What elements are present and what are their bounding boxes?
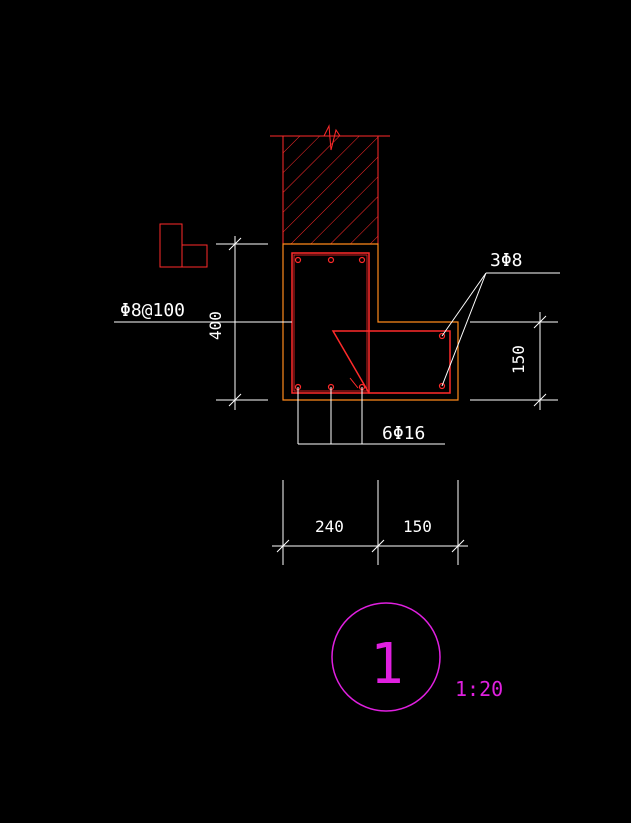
rebar-dot [358,256,366,264]
rebar-dot [438,382,446,390]
main-bars-label: 6Φ16 [382,423,425,444]
dim-width-flange-label: 150 [403,517,432,536]
detail-circle [331,602,441,712]
concrete-outline [282,243,459,401]
detail-marker: 1 1:20 [331,602,503,712]
rebar-dot [327,256,335,264]
rebar-dot [294,256,302,264]
dim-height-flange-label: 150 [509,345,528,374]
dim-widths [272,480,468,565]
dim-height-flange [470,312,558,410]
dim-height-total-label: 400 [206,311,225,340]
hook [349,377,359,389]
wall-hatch [282,135,379,245]
detail-scale: 1:20 [455,677,503,701]
rebar-dot [438,332,446,340]
section-key-icon [159,223,208,268]
dim-width-web-label: 240 [315,517,344,536]
leader-main-bars [297,387,445,445]
leader-side-bars [441,272,560,387]
stirrup-label: Φ8@100 [120,300,185,321]
dim-height-total [216,236,268,410]
stirrup-flange [331,330,451,394]
side-bars-label: 3Φ8 [490,250,523,271]
break-line [270,124,390,151]
wall-above [270,124,390,245]
rebar-bars [294,256,446,391]
detail-number: 1 [370,632,404,697]
